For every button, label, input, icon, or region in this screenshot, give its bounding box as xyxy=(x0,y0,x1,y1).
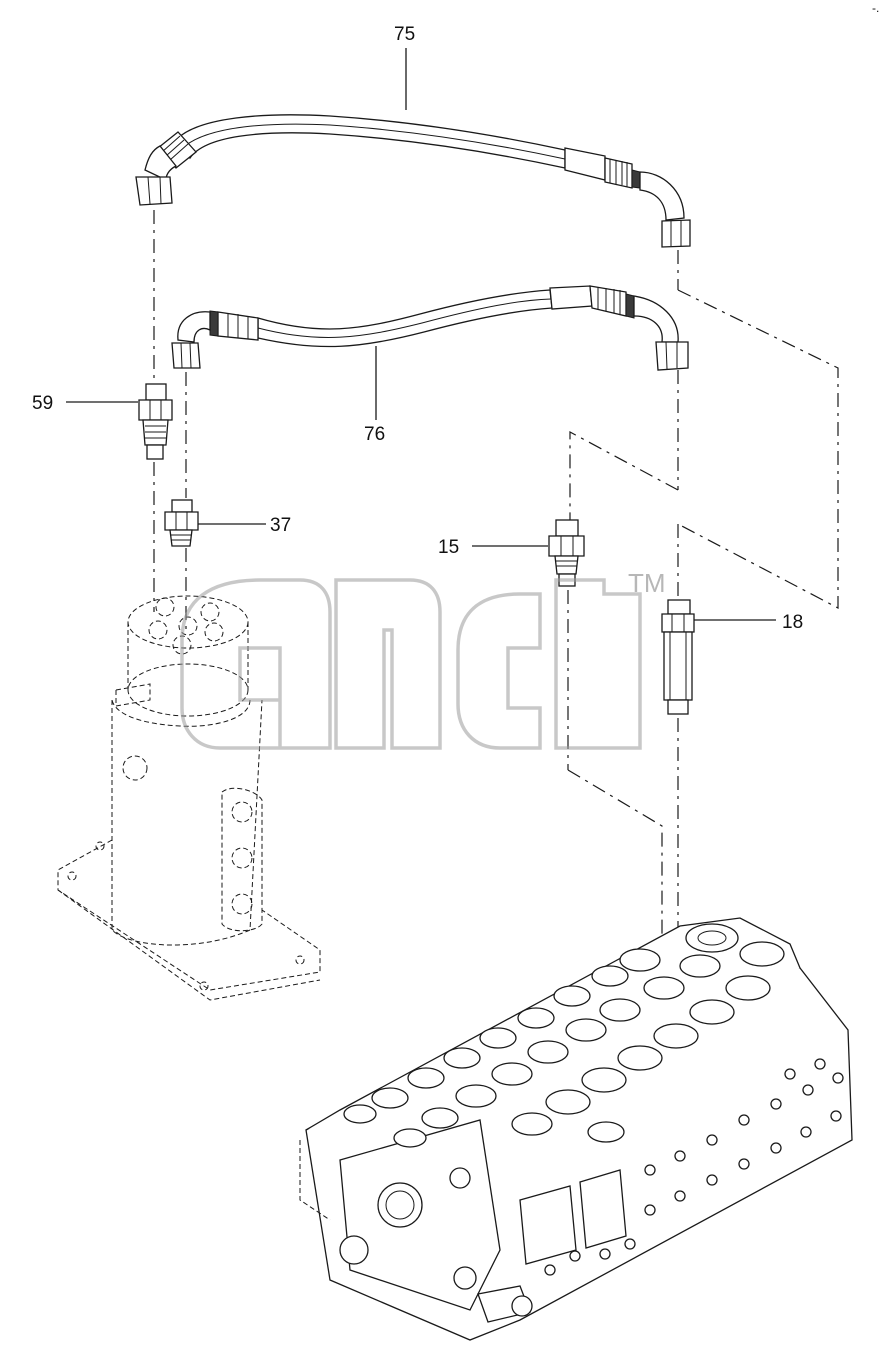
hose-76 xyxy=(171,285,689,371)
fitting-59 xyxy=(138,383,173,460)
callout-15: 15 xyxy=(438,537,459,558)
corner-mark: -. xyxy=(872,1,879,15)
callout-18: 18 xyxy=(782,612,803,633)
callout-leaders xyxy=(66,48,776,621)
hose-75 xyxy=(135,114,691,248)
callout-76: 76 xyxy=(364,424,385,445)
fitting-37 xyxy=(164,499,199,547)
callout-75: 75 xyxy=(394,24,415,45)
fitting-15 xyxy=(548,519,585,587)
fitting-18 xyxy=(661,599,695,715)
valve-plugs xyxy=(519,1058,844,1276)
callout-59: 59 xyxy=(32,393,53,414)
swivel-joint xyxy=(57,595,321,1001)
control-valve xyxy=(299,917,853,1341)
callout-37: 37 xyxy=(270,515,291,536)
valve-sections xyxy=(343,923,785,1148)
watermark-logo: TM xyxy=(180,568,666,750)
callout-labels: 75 76 59 37 15 18 xyxy=(32,24,803,633)
watermark-tm: TM xyxy=(628,568,666,598)
